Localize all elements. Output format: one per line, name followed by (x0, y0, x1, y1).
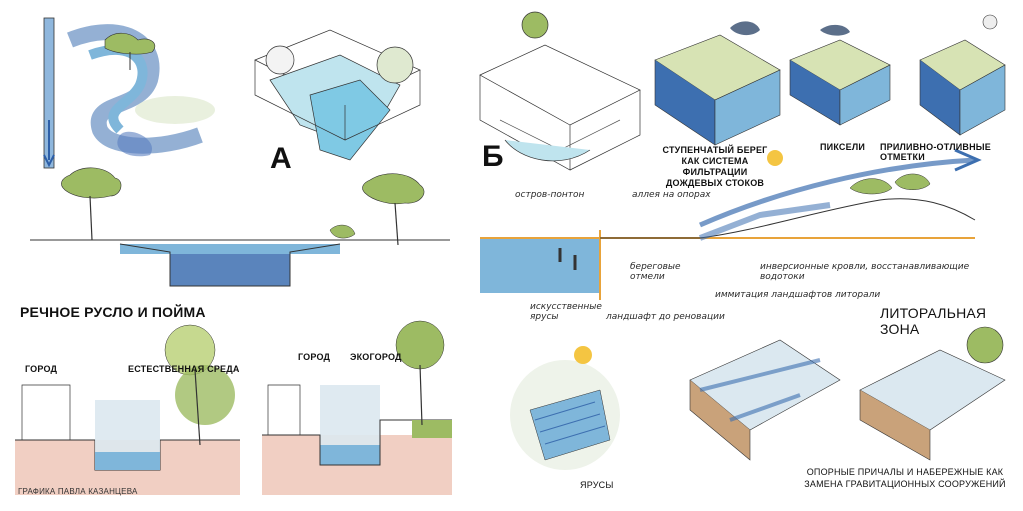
tidal-sketch (920, 15, 1005, 135)
city-nature-section-sketch (15, 325, 240, 495)
label-tidal: ПРИЛИВНО-ОТЛИВНЫЕ ОТМЕТКИ (880, 142, 1023, 162)
note-shore-marks: береговые отмели (630, 262, 700, 282)
river-plan-sketch (44, 18, 215, 168)
right-panel-title: ЛИТОРАЛЬНАЯ ЗОНА (880, 305, 1023, 337)
note-alley: аллея на опорах (632, 190, 711, 200)
label-ecocity: ЭКОГОРОД (350, 352, 402, 362)
note-artificial-tiers: искусственные ярусы (530, 302, 600, 322)
note-island: остров-понтон (515, 190, 584, 200)
label-nature: ЕСТЕСТВЕННАЯ СРЕДА (128, 364, 240, 374)
pixels-sketch (790, 25, 890, 125)
graphics-credit: ГРАФИКА ПАВЛА КАЗАНЦЕВА (18, 487, 138, 496)
label-tiers: ЯРУСЫ (580, 480, 614, 490)
note-imitation: иммитация ландшафтов литорали (715, 290, 880, 300)
letter-b: Б (482, 140, 504, 174)
tiers-sketch (510, 346, 620, 470)
label-city-1: ГОРОД (25, 364, 57, 374)
ecocity-section-sketch (262, 321, 452, 495)
label-piers: ОПОРНЫЕ ПРИЧАЛЫ И НАБЕРЕЖНЫЕ КАК ЗАМЕНА … (800, 466, 1010, 490)
label-city-2: ГОРОД (298, 352, 330, 362)
note-landscape: ландшафт до реновации (606, 312, 725, 322)
axonometric-river-sketch (255, 30, 420, 160)
label-stepped-shore: СТУПЕНЧАТЫЙ БЕРЕГ КАК СИСТЕМА ФИЛЬТРАЦИИ… (655, 145, 775, 189)
terraced-building-sketch (480, 12, 640, 170)
river-section-sketch (30, 168, 450, 286)
pier-sketch (690, 340, 840, 460)
letter-a: А (270, 142, 292, 176)
label-pixels: ПИКСЕЛИ (820, 142, 865, 152)
left-panel-title: РЕЧНОЕ РУСЛО И ПОЙМА (20, 304, 206, 320)
stepped-shore-sketch (655, 21, 780, 145)
note-inversion-roofs: инверсионные кровли, восстанавливающие в… (760, 262, 980, 282)
embankment-sketch (860, 327, 1005, 460)
